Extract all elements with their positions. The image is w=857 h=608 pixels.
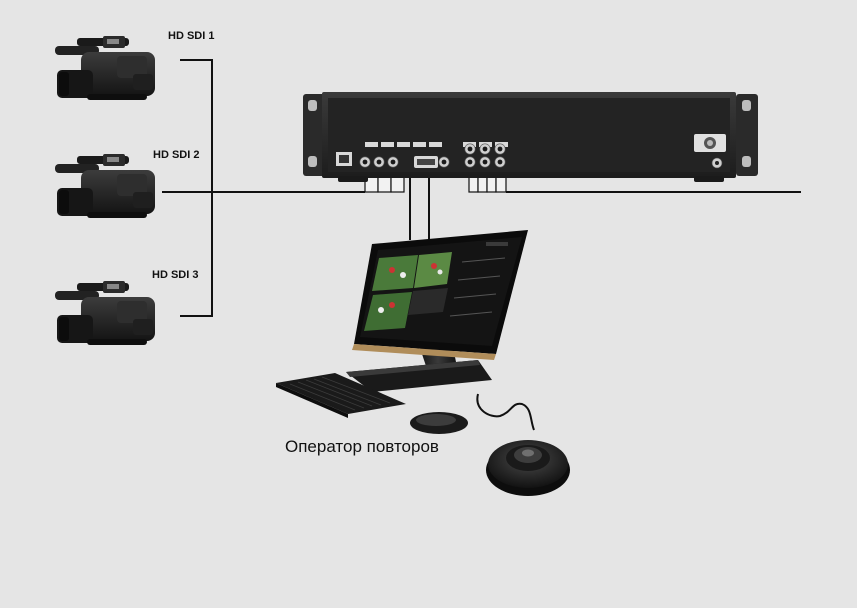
camera-3 bbox=[55, 281, 155, 345]
replay-server bbox=[303, 92, 758, 182]
server-input-plugs bbox=[364, 175, 405, 193]
mouse-icon bbox=[410, 412, 468, 434]
jog-controller-cable bbox=[476, 393, 535, 431]
camera-bus-cable bbox=[180, 59, 213, 317]
camera-2 bbox=[55, 154, 155, 218]
server-output-plugs bbox=[468, 175, 507, 193]
camera1-label: HD SDI 1 bbox=[168, 30, 214, 42]
keyboard-icon bbox=[276, 373, 406, 418]
all-in-one-monitor-icon bbox=[346, 230, 528, 392]
camera3-label: HD SDI 3 bbox=[152, 269, 198, 281]
video-camera-icon bbox=[55, 36, 155, 100]
rack-server-icon bbox=[303, 92, 758, 182]
camera-1 bbox=[55, 36, 155, 100]
video-camera-icon bbox=[55, 281, 155, 345]
operator-workstation bbox=[276, 230, 570, 496]
video-camera-icon bbox=[55, 154, 155, 218]
camera2-label: HD SDI 2 bbox=[153, 149, 199, 161]
jog-shuttle-controller-icon bbox=[486, 440, 570, 496]
operator-label: Оператор повторов bbox=[285, 437, 439, 456]
